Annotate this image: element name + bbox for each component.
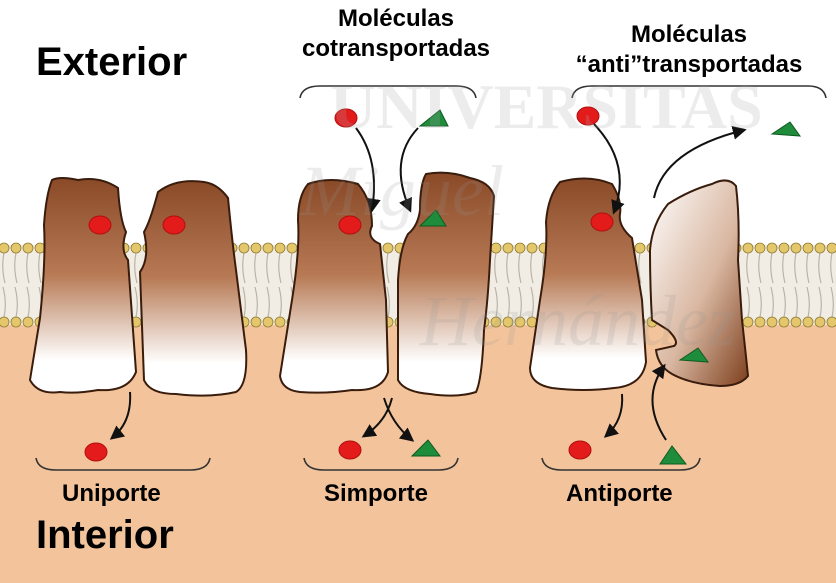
cotransported-label-line-1: Moléculas — [276, 4, 516, 34]
lipid-head — [11, 243, 21, 253]
lipid-head — [827, 243, 836, 253]
lipid-head — [251, 243, 261, 253]
red-molecule — [591, 213, 613, 231]
lipid-head — [515, 243, 525, 253]
red-molecule — [85, 443, 107, 461]
red-molecule — [163, 216, 185, 234]
cotransported-label-line-2: cotransportadas — [276, 34, 516, 64]
lipid-head — [827, 317, 836, 327]
lipid-head — [743, 243, 753, 253]
interior-label: Interior — [36, 513, 174, 558]
lipid-head — [239, 243, 249, 253]
lipid-head — [11, 317, 21, 327]
uniporter-left-subunit — [30, 178, 136, 393]
cotransported-label: Moléculas cotransportadas — [276, 4, 516, 64]
red-molecule — [577, 107, 599, 125]
lipid-head — [383, 243, 393, 253]
lipid-head — [275, 243, 285, 253]
lipid-head — [815, 243, 825, 253]
lipid-head — [0, 317, 9, 327]
lipid-head — [251, 317, 261, 327]
lipid-head — [743, 317, 753, 327]
lipid-head — [503, 243, 513, 253]
lipid-head — [263, 243, 273, 253]
antitransported-label-line-1: Moléculas — [546, 20, 832, 50]
lipid-head — [503, 317, 513, 327]
exterior-label: Exterior — [36, 40, 187, 85]
lipid-head — [491, 317, 501, 327]
antiporter-caption: Antiporte — [566, 480, 673, 508]
lipid-head — [23, 317, 33, 327]
lipid-head — [779, 243, 789, 253]
red-molecule — [569, 441, 591, 459]
red-molecule — [339, 216, 361, 234]
lipid-head — [755, 243, 765, 253]
lipid-head — [779, 317, 789, 327]
lipid-head — [803, 243, 813, 253]
lipid-head — [791, 317, 801, 327]
lipid-head — [791, 243, 801, 253]
antitransported-label: Moléculas “anti”transportadas — [546, 20, 832, 80]
lipid-head — [515, 317, 525, 327]
lipid-head — [0, 243, 9, 253]
lipid-head — [803, 317, 813, 327]
red-molecule — [89, 216, 111, 234]
lipid-head — [527, 243, 537, 253]
lipid-head — [23, 243, 33, 253]
lipid-head — [287, 243, 297, 253]
lipid-head — [635, 243, 645, 253]
lipid-head — [275, 317, 285, 327]
red-molecule — [335, 109, 357, 127]
lipid-head — [263, 317, 273, 327]
lipid-head — [767, 243, 777, 253]
lipid-head — [815, 317, 825, 327]
antitransported-label-line-2: “anti”transportadas — [546, 50, 832, 80]
symporter-caption: Simporte — [324, 480, 428, 508]
lipid-head — [131, 243, 141, 253]
lipid-head — [491, 243, 501, 253]
lipid-head — [755, 317, 765, 327]
red-molecule — [339, 441, 361, 459]
uniporter-right-subunit — [140, 181, 246, 395]
uniporter-caption: Uniporte — [62, 480, 161, 508]
lipid-head — [767, 317, 777, 327]
